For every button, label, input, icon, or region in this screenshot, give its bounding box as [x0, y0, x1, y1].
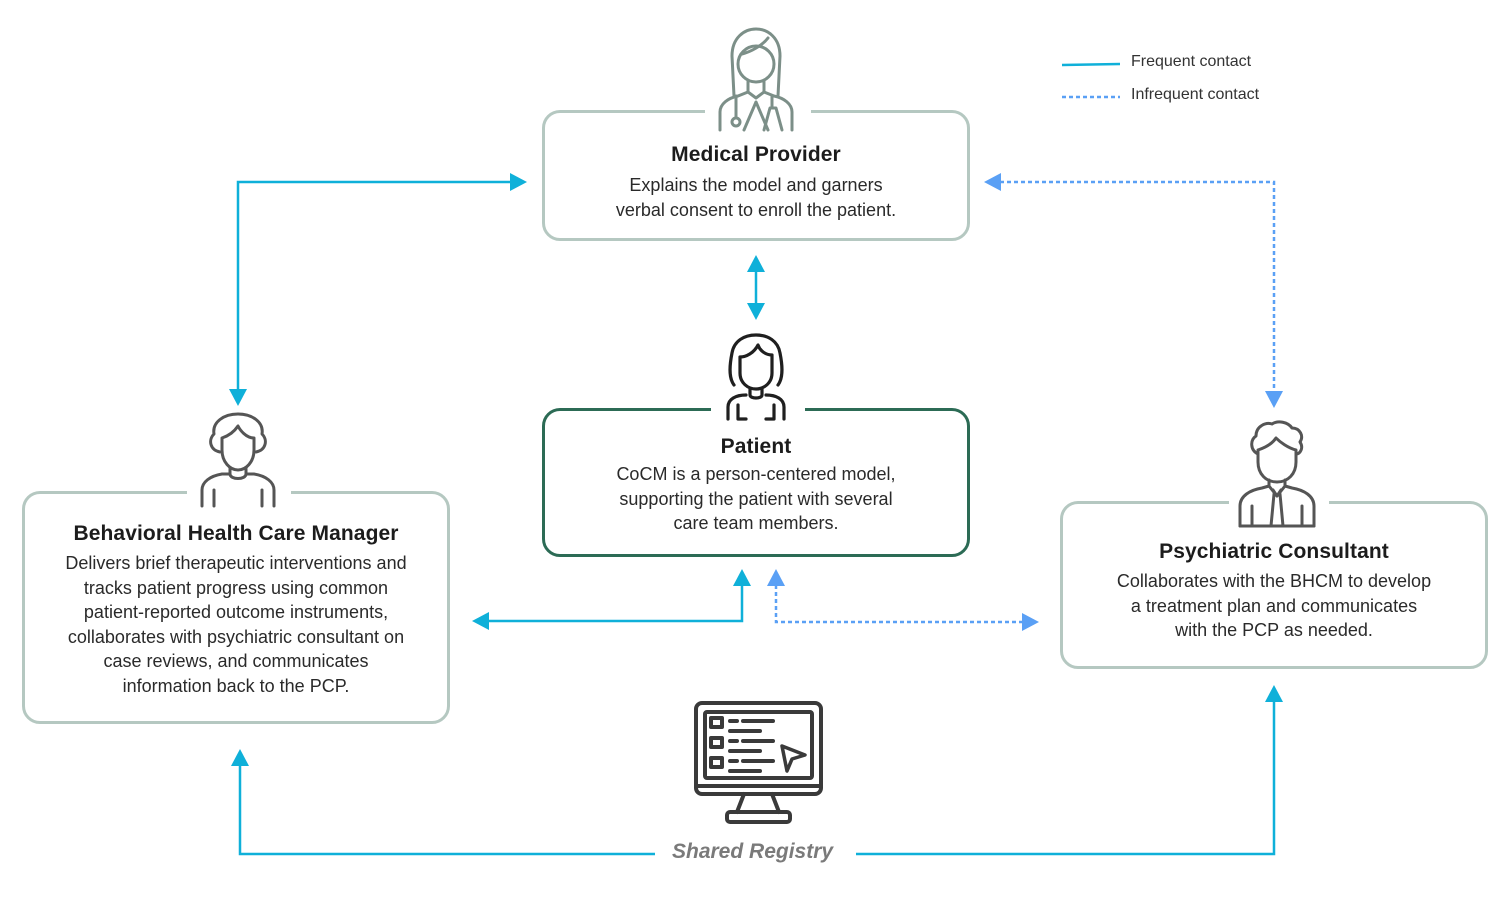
desc-line: case reviews, and communicates	[103, 651, 369, 671]
arrowhead-registry-to-bhcm	[231, 749, 249, 766]
bhcm-description: Delivers brief therapeutic interventions…	[25, 551, 447, 698]
desc-line: tracks patient progress using common	[83, 577, 389, 598]
patient-description: CoCM is a person-centered model, support…	[545, 462, 967, 536]
connector-psychiatric-patient	[774, 585, 1024, 624]
connector-bhcm-medical-provider	[236, 180, 512, 394]
legend-frequent-label: Frequent contact	[1131, 53, 1252, 70]
connector-bhcm-patient	[487, 585, 744, 623]
psychiatric-consultant-box: Psychiatric Consultant Collaborates with…	[1060, 498, 1488, 669]
arrowhead-to-psychiatric-right	[1022, 613, 1039, 631]
desc-line: supporting the patient with several	[619, 488, 893, 509]
desc-line: information back to the PCP.	[122, 675, 350, 696]
connector-registry-psychiatric	[856, 700, 1276, 856]
female-doctor-icon	[718, 27, 794, 132]
desc-line: with the PCP as needed.	[1175, 620, 1373, 640]
desc-line: Collaborates with the BHCM to develop	[1116, 571, 1432, 591]
shared-registry-label: Shared Registry	[660, 840, 846, 864]
desc-line: CoCM is a person-centered model,	[616, 464, 896, 484]
care-manager-icon	[200, 412, 276, 508]
arrowhead-to-psychiatric-down	[1265, 391, 1283, 408]
desc-line: patient-reported outcome instruments,	[83, 602, 389, 622]
legend-infrequent-label: Infrequent contact	[1131, 86, 1260, 103]
arrowhead-registry-to-psychiatric	[1265, 685, 1283, 702]
computer-registry-icon	[694, 701, 823, 824]
psychiatric-consultant-title: Psychiatric Consultant	[1159, 540, 1389, 563]
patient-icon	[726, 333, 786, 421]
patient-title: Patient	[720, 435, 792, 458]
patient-box: Patient CoCM is a person-centered model,…	[542, 405, 970, 557]
male-consultant-icon	[1238, 420, 1316, 528]
desc-line: a treatment plan and communicates	[1130, 595, 1418, 616]
arrowhead-to-bhcm	[229, 389, 247, 406]
connector-registry-bhcm	[238, 764, 655, 856]
desc-line: collaborates with psychiatric consultant…	[67, 626, 405, 647]
bhcm-box: Behavioral Health Care Manager Delivers …	[22, 488, 450, 724]
desc-line: Delivers brief therapeutic interventions…	[65, 553, 407, 573]
arrowhead-to-patient-up	[733, 569, 751, 586]
arrowhead-to-medical-provider-right	[984, 173, 1001, 191]
arrowhead-to-patient-up-dashed	[767, 569, 785, 586]
arrowhead-to-medical-provider	[510, 173, 527, 191]
connections	[229, 173, 1283, 856]
arrowhead-up-to-medical-provider	[747, 255, 765, 272]
psychiatric-consultant-description: Collaborates with the BHCM to develop a …	[1063, 569, 1485, 643]
arrowhead-to-bhcm-left	[472, 612, 489, 630]
desc-line: care team members.	[673, 513, 839, 533]
bhcm-title: Behavioral Health Care Manager	[73, 522, 399, 545]
medical-provider-title: Medical Provider	[671, 143, 841, 166]
legend-frequent-line	[1061, 62, 1121, 67]
arrowhead-down-to-patient	[747, 303, 765, 320]
medical-provider-description: Explains the model and garners verbal co…	[545, 173, 967, 222]
medical-provider-box: Medical Provider Explains the model and …	[542, 107, 970, 241]
legend	[1061, 62, 1121, 99]
desc-line: Explains the model and garners	[629, 175, 883, 195]
desc-line: verbal consent to enroll the patient.	[615, 199, 897, 220]
connector-psychiatric-medical-provider	[1000, 180, 1276, 396]
